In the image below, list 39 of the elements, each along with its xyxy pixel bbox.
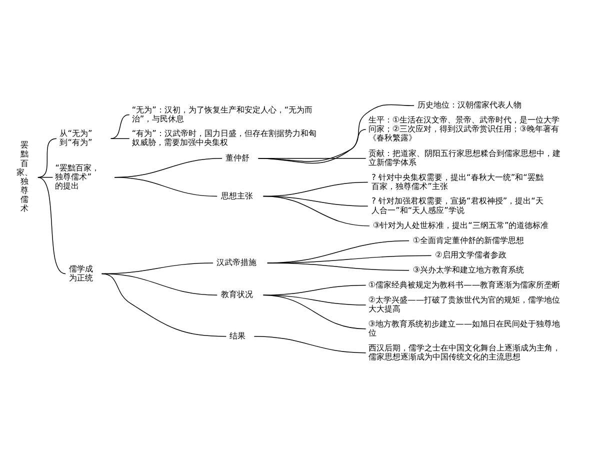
node-text: “罢黜百家，独尊儒术”的提出 (55, 162, 100, 190)
node-text: ? 针对中央集权需要，提出“春秋大一统”和“罢黜百家，独尊儒术”主张 (372, 172, 544, 191)
node-text: 西汉后期，儒学之士在中国文化舞台上逐渐成为主角，儒家思想逐渐成为中国传统文化的主流思想 (368, 342, 560, 362)
node-text: ①全面肯定董仲舒的新儒学思想 (412, 234, 524, 245)
node-text: ②太学兴盛——打破了贵族世代为官的规矩，儒学地位大大提高 (368, 294, 560, 314)
connector (38, 138, 57, 178)
connector (262, 284, 366, 296)
connector (258, 158, 366, 159)
connector (38, 176, 66, 274)
node-text: 儒学成为正统 (68, 263, 93, 282)
connector (258, 104, 414, 164)
node-text: ③兴办太学和建立地方教育系统 (412, 264, 524, 274)
connector (110, 138, 130, 139)
node-text: ? 针对加强君权需要，宣扬“君权神授”，提出“天人合一”和“天人感应”学说 (372, 196, 544, 215)
connector (262, 294, 366, 330)
connector (262, 196, 370, 226)
node-text: ③针对为人处世标准，提出“三纲五常”的道德标准 (372, 220, 549, 230)
node-text: 汉武帝措施 (216, 257, 256, 268)
node-text: 历史地位：汉朝儒家代表人物 (417, 100, 522, 110)
node-text: ①儒家经典被规定为教科书——教育逐渐为儒家所垄断 (368, 279, 560, 290)
node-text: 从“无为”到“有为” (60, 128, 92, 148)
node-text: 教育状况 (220, 289, 253, 300)
node-text: 董仲舒 (225, 152, 250, 162)
node-text: 罢黜百家、独尊儒术 (16, 140, 33, 214)
node-text: “有为”：汉武帝时，国力日盛，但存在割据势力和匈奴威胁，需要加强中央集权 (132, 128, 316, 148)
node-text: ②启用文学儒者参政 (435, 250, 506, 260)
connector (101, 273, 227, 337)
node-text: 思想主张 (220, 190, 253, 200)
node-text: ③地方教育系统初步建立——如旭日在民间处于独尊地位 (368, 318, 560, 338)
node-text: “无为”：汉初，为了恢复生产和安定人心，“无为而治”，与民休息 (132, 104, 313, 124)
node-text: 结果 (229, 330, 246, 340)
connector (254, 336, 366, 354)
connector (114, 176, 218, 197)
node-text: 生平：①生活在汉文帝、景帝、武帝时代，是一位大学问家；②三次应对，得到汉武帝赏识任用；③晚年著有《春秋繁露》 (368, 114, 560, 143)
connector (267, 262, 410, 271)
connector (38, 176, 54, 178)
connector (110, 114, 130, 139)
connector (258, 129, 366, 162)
node-text: 贡献：把道家、阴阳五行家思想糅合到儒家思想中，建立新儒学体系 (368, 148, 560, 167)
